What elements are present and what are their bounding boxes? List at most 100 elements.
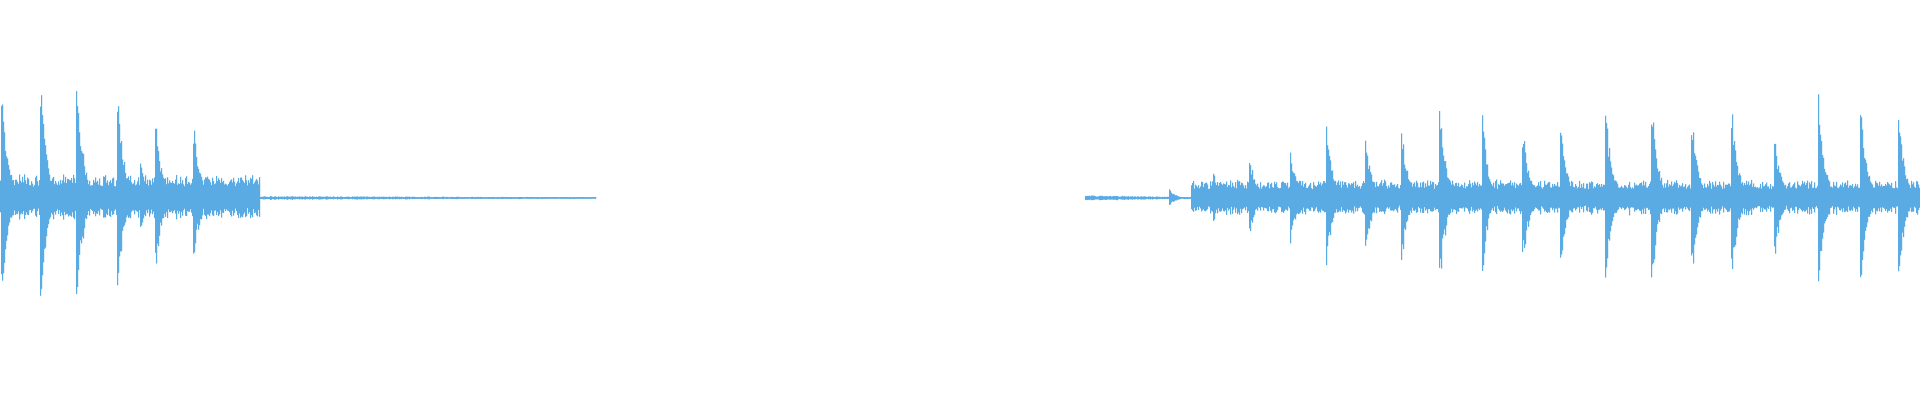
waveform-sample <box>1274 181 1276 213</box>
waveform-sample <box>1618 187 1620 210</box>
waveform-sample <box>296 197 298 199</box>
waveform-sample <box>1602 186 1604 208</box>
waveform-sample <box>181 183 183 212</box>
waveform-sample <box>1321 185 1323 210</box>
waveform-sample <box>1167 196 1169 200</box>
waveform-sample <box>433 197 435 199</box>
waveform-sample <box>1107 196 1109 200</box>
waveform-sample <box>150 180 152 214</box>
waveform-sample <box>1088 196 1090 200</box>
waveform-sample <box>1381 180 1383 212</box>
waveform-sample <box>1695 155 1697 238</box>
waveform-sample <box>1530 180 1532 215</box>
waveform-sample <box>1522 147 1524 253</box>
waveform-sample <box>75 183 77 211</box>
waveform-sample <box>67 178 69 215</box>
waveform-sample <box>1764 185 1766 210</box>
waveform-sample <box>242 180 244 218</box>
waveform-sample <box>100 185 102 209</box>
waveform-sample <box>1550 187 1552 208</box>
waveform-sample <box>1675 183 1677 212</box>
waveform-sample <box>1395 187 1397 209</box>
waveform-sample <box>1590 183 1592 213</box>
waveform-sample <box>530 197 532 199</box>
waveform-sample <box>333 196 335 200</box>
waveform-sample <box>1631 188 1633 208</box>
waveform-sample <box>1248 182 1250 211</box>
waveform-sample <box>553 197 555 199</box>
waveform-sample <box>1244 188 1246 208</box>
waveform-sample <box>407 196 409 200</box>
waveform-sample <box>1369 165 1371 229</box>
waveform-sample <box>1747 184 1749 211</box>
waveform-sample <box>1186 197 1188 199</box>
waveform-sample <box>1219 182 1221 212</box>
waveform-sample <box>1721 186 1723 209</box>
waveform-sample <box>446 196 448 199</box>
waveform-sample <box>456 196 458 200</box>
waveform-sample <box>179 184 181 212</box>
waveform-sample <box>1309 184 1311 211</box>
waveform-sample <box>1492 185 1494 209</box>
waveform-sample <box>1446 168 1448 226</box>
waveform-sample <box>192 178 194 217</box>
waveform-sample <box>1420 182 1422 213</box>
waveform-sample <box>1684 186 1686 207</box>
waveform-sample <box>1168 196 1170 199</box>
waveform-sample <box>414 196 416 200</box>
waveform-sample <box>236 183 238 212</box>
waveform-sample <box>1666 183 1668 213</box>
waveform-sample <box>500 197 502 199</box>
waveform-sample <box>490 197 492 199</box>
waveform-sample <box>112 178 114 215</box>
waveform-sample <box>1794 182 1796 214</box>
waveform-sample <box>329 196 331 199</box>
waveform-sample <box>205 177 207 216</box>
waveform-sample <box>1881 184 1883 213</box>
waveform-sample <box>320 196 322 200</box>
waveform-sample <box>1362 183 1364 213</box>
waveform-sample <box>1227 187 1229 208</box>
waveform-sample <box>1199 188 1201 207</box>
waveform-sample <box>158 151 160 247</box>
waveform-sample <box>1191 185 1193 210</box>
waveform-sample <box>26 184 28 213</box>
waveform-sample <box>1089 195 1091 201</box>
waveform-sample <box>1742 182 1744 215</box>
waveform-sample <box>540 197 542 199</box>
waveform-sample <box>64 182 66 212</box>
waveform-sample <box>1609 148 1611 241</box>
waveform-sample <box>1315 186 1317 209</box>
waveform-sample <box>1429 185 1431 209</box>
waveform-sample <box>1626 186 1628 209</box>
waveform-sample <box>378 196 380 200</box>
waveform-sample <box>346 196 348 199</box>
waveform-sample <box>1551 187 1553 208</box>
waveform-sample <box>1661 177 1663 215</box>
waveform-sample <box>1251 174 1253 221</box>
waveform-sample <box>1650 181 1652 215</box>
waveform-sample <box>22 176 24 215</box>
waveform-sample <box>173 183 175 212</box>
waveform-sample <box>423 197 425 199</box>
waveform-sample <box>244 183 246 213</box>
waveform-sample <box>1240 185 1242 209</box>
waveform-sample <box>575 197 577 199</box>
waveform-sample <box>1177 195 1179 200</box>
waveform-sample <box>1475 183 1477 211</box>
waveform-sample <box>421 196 423 200</box>
waveform-sample <box>1432 181 1434 212</box>
waveform-sample <box>1413 183 1415 211</box>
waveform-sample <box>1511 185 1513 210</box>
waveform-sample <box>1467 186 1469 209</box>
waveform-sample <box>1583 183 1585 213</box>
waveform-sample <box>264 196 266 200</box>
waveform-sample <box>103 176 105 218</box>
waveform-sample <box>210 182 212 214</box>
waveform-sample <box>279 196 281 199</box>
waveform-sample <box>164 179 166 214</box>
waveform-sample <box>570 197 572 199</box>
waveform-sample <box>1535 187 1537 208</box>
